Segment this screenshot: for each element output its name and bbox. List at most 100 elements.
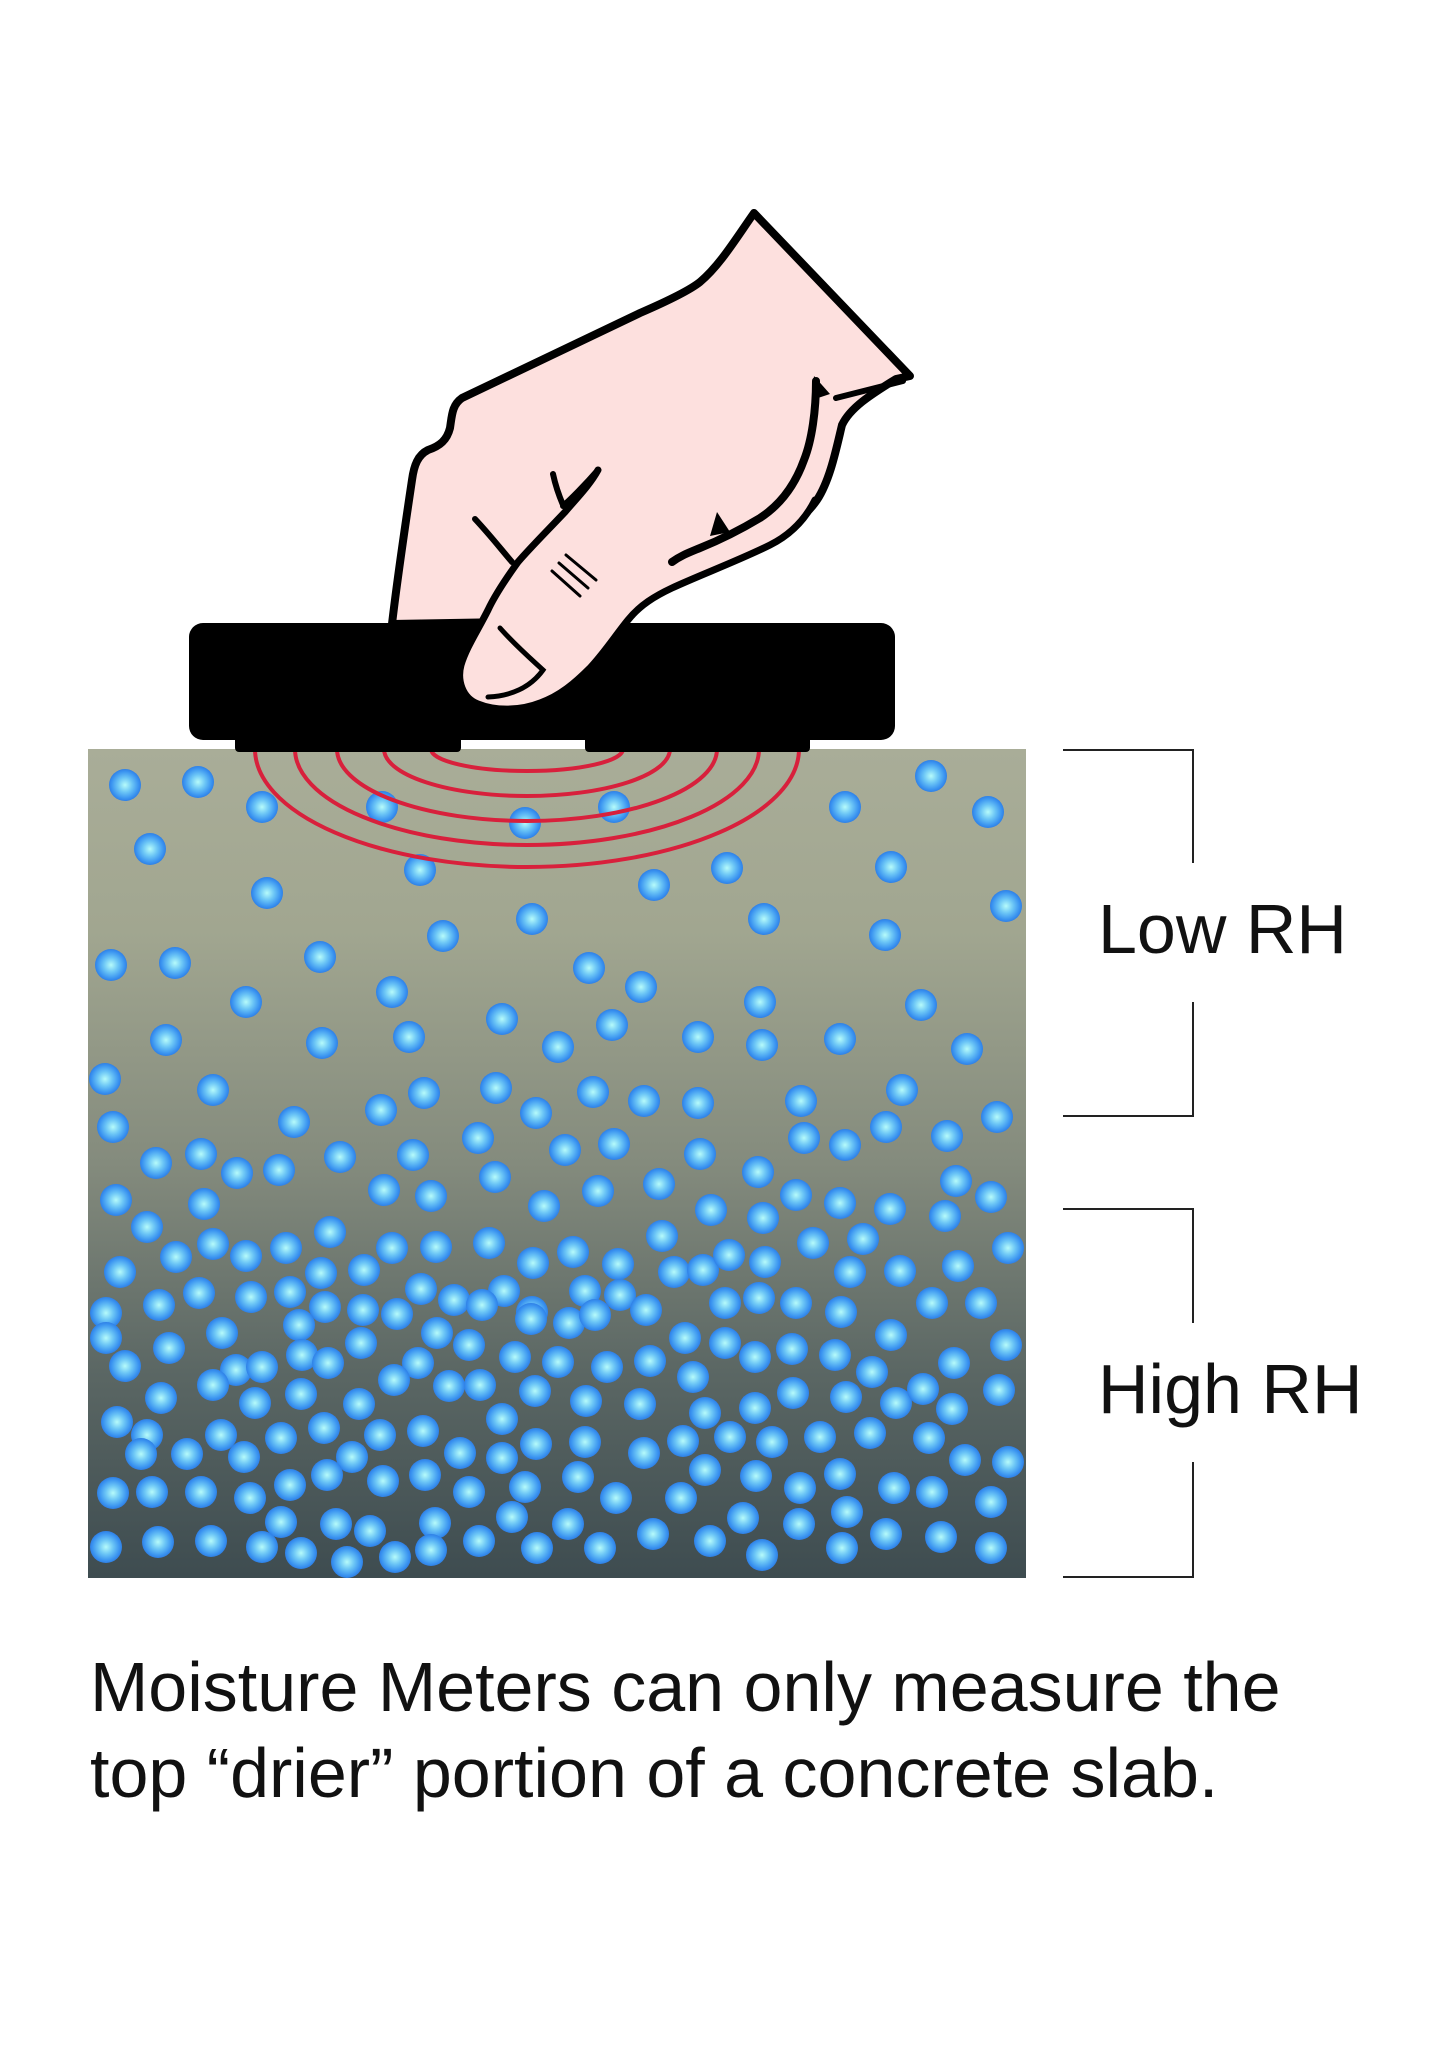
caption-line-1: Moisture Meters can only measure the — [90, 1648, 1281, 1726]
moisture-bubble — [940, 1165, 972, 1197]
moisture-bubble — [990, 1329, 1022, 1361]
moisture-bubble — [746, 1029, 778, 1061]
moisture-bubble — [336, 1441, 368, 1473]
moisture-bubble — [131, 1211, 163, 1243]
moisture-bubble — [665, 1482, 697, 1514]
moisture-bubble — [929, 1200, 961, 1232]
moisture-bubble — [143, 1289, 175, 1321]
moisture-bubble — [870, 1111, 902, 1143]
moisture-bubble — [278, 1106, 310, 1138]
moisture-bubble — [643, 1168, 675, 1200]
pinky-fold-line — [668, 377, 820, 566]
moisture-bubble — [870, 1518, 902, 1550]
moisture-bubble — [684, 1138, 716, 1170]
moisture-bubble — [378, 1364, 410, 1396]
signal-ring — [253, 749, 801, 869]
moisture-bubble — [462, 1122, 494, 1154]
moisture-bubble — [265, 1422, 297, 1454]
moisture-bubble — [274, 1276, 306, 1308]
moisture-bubble — [97, 1111, 129, 1143]
moisture-bubble — [464, 1369, 496, 1401]
moisture-bubble — [205, 1419, 237, 1451]
moisture-bubble — [402, 1347, 434, 1379]
moisture-bubble — [309, 1291, 341, 1323]
moisture-bubble — [311, 1459, 343, 1491]
moisture-bubble — [990, 890, 1022, 922]
signal-ring — [382, 749, 672, 798]
moisture-bubble — [829, 1129, 861, 1161]
moisture-bubble — [905, 989, 937, 1021]
moisture-bubble — [780, 1287, 812, 1319]
moisture-bubble — [125, 1438, 157, 1470]
moisture-bubble — [591, 1351, 623, 1383]
moisture-bubble — [347, 1294, 379, 1326]
moisture-bubble — [405, 1273, 437, 1305]
moisture-bubble — [479, 1161, 511, 1193]
moisture-bubble — [831, 1496, 863, 1528]
moisture-bubble — [824, 1023, 856, 1055]
moisture-bubble — [624, 1388, 656, 1420]
moisture-bubble — [408, 1077, 440, 1109]
moisture-bubble — [393, 1021, 425, 1053]
moisture-bubble — [875, 1319, 907, 1351]
moisture-bubble — [473, 1227, 505, 1259]
moisture-bubble — [415, 1534, 447, 1566]
moisture-bubble — [134, 833, 166, 865]
moisture-bubble — [709, 1327, 741, 1359]
moisture-bubble — [743, 1282, 775, 1314]
moisture-bubble — [286, 1339, 318, 1371]
moisture-bubble — [404, 854, 436, 886]
moisture-bubble — [520, 1428, 552, 1460]
moisture-bubble — [925, 1521, 957, 1553]
moisture-bubble — [975, 1486, 1007, 1518]
moisture-bubble — [579, 1299, 611, 1331]
moisture-bubble — [884, 1255, 916, 1287]
moisture-bubble — [677, 1361, 709, 1393]
moisture-bubble — [783, 1508, 815, 1540]
pinky-spike-top — [812, 376, 830, 400]
moisture-bubble — [90, 1322, 122, 1354]
high-rh-label: High RH — [1098, 1350, 1363, 1428]
moisture-bubble — [444, 1437, 476, 1469]
moisture-bubble — [975, 1181, 1007, 1213]
moisture-bubble — [687, 1254, 719, 1286]
moisture-bubble — [509, 1471, 541, 1503]
moisture-bubble — [830, 1381, 862, 1413]
signal-ring — [293, 749, 761, 847]
moisture-bubble — [150, 1024, 182, 1056]
finger-hatch-lines — [550, 553, 598, 598]
moisture-bubble — [305, 1257, 337, 1289]
moisture-bubble — [348, 1254, 380, 1286]
moisture-bubble — [153, 1332, 185, 1364]
pinky-crease — [833, 378, 906, 401]
moisture-bubble — [878, 1472, 910, 1504]
moisture-bubble — [182, 766, 214, 798]
moisture-bubble — [90, 1297, 122, 1329]
moisture-bubble — [453, 1476, 485, 1508]
moisture-bubble — [308, 1412, 340, 1444]
moisture-bubble — [711, 852, 743, 884]
moisture-bubble — [983, 1374, 1015, 1406]
moisture-bubble — [521, 1532, 553, 1564]
fingernail — [485, 625, 547, 700]
moisture-bubble — [604, 1279, 636, 1311]
moisture-bubble — [992, 1232, 1024, 1264]
moisture-bubble — [195, 1525, 227, 1557]
moisture-bubble — [220, 1354, 252, 1386]
moisture-bubble — [97, 1477, 129, 1509]
moisture-bubble — [582, 1175, 614, 1207]
moisture-bubble — [646, 1220, 678, 1252]
moisture-bubble — [749, 1246, 781, 1278]
moisture-bubble — [486, 1442, 518, 1474]
moisture-bubble — [916, 1287, 948, 1319]
moisture-bubble — [381, 1298, 413, 1330]
moisture-bubble — [569, 1275, 601, 1307]
moisture-bubble — [713, 1239, 745, 1271]
moisture-bubble — [368, 1174, 400, 1206]
moisture-bubble — [804, 1421, 836, 1453]
moisture-bubble — [658, 1256, 690, 1288]
moisture-bubble — [748, 903, 780, 935]
moisture-bubble — [197, 1228, 229, 1260]
moisture-bubble — [285, 1378, 317, 1410]
